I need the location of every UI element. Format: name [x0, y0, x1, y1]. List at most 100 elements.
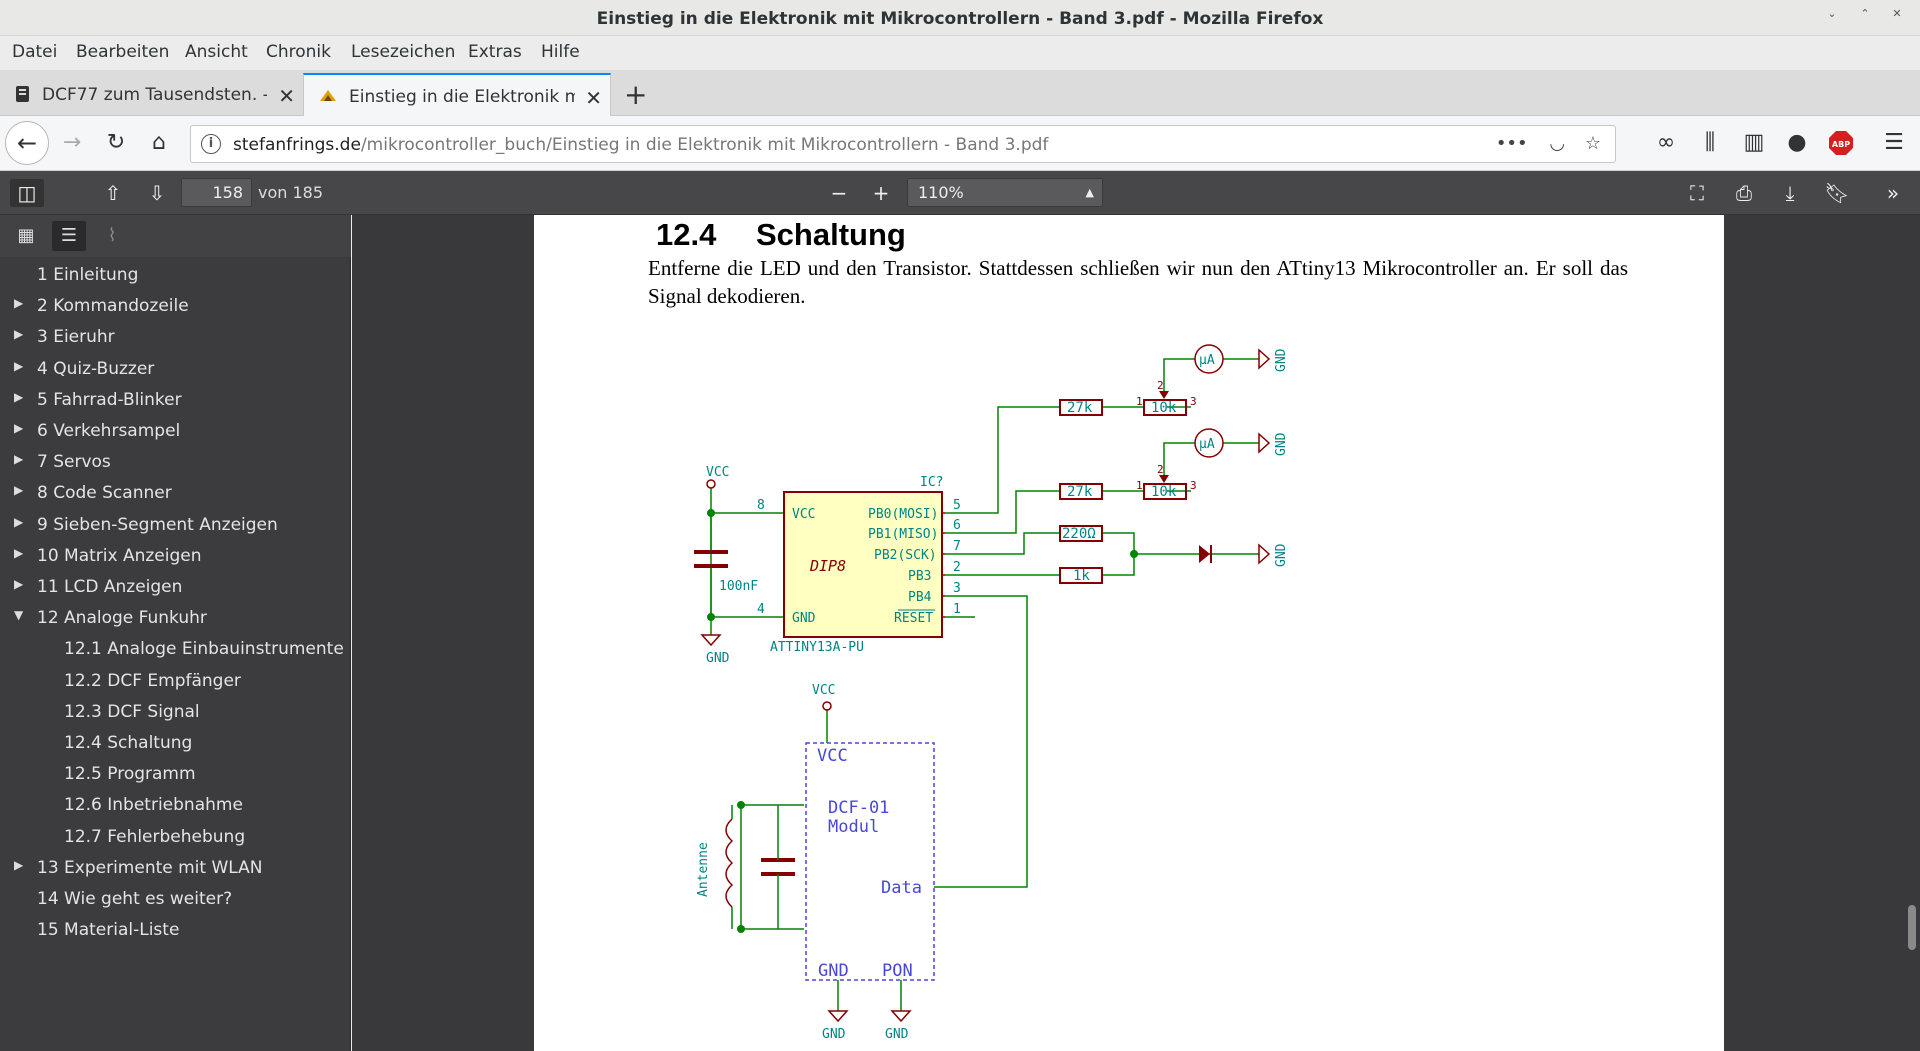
menu-ansicht[interactable]: Ansicht	[185, 42, 248, 62]
pin-num: 1	[953, 602, 961, 617]
outline-item-label: 10 Matrix Anzeigen	[37, 545, 202, 566]
forward-button[interactable]: →	[62, 130, 82, 155]
close-tab-icon[interactable]: ✕	[585, 86, 602, 110]
label-module-vcc: VCC	[812, 683, 835, 698]
outline-item-label: 9 Sieben-Segment Anzeigen	[37, 514, 278, 535]
download-icon[interactable]: ⤓	[1785, 181, 1795, 205]
expand-icon[interactable]: ▶	[14, 452, 24, 467]
outline-item[interactable]: ▶ 6 Verkehrsampel	[0, 417, 351, 445]
expand-icon[interactable]: ▶	[14, 389, 24, 404]
bookmark-icon[interactable]: 🔖︎	[1824, 181, 1850, 205]
label-r1: 27k	[1067, 400, 1093, 416]
label-pot2: 10k	[1151, 484, 1177, 500]
pin-name: PB3	[908, 569, 931, 584]
next-page-icon[interactable]: ⇩	[148, 181, 166, 205]
outline-item[interactable]: ▶ 3 Eieruhr	[0, 323, 351, 351]
viewer-scrollbar[interactable]	[1908, 905, 1916, 950]
zoom-select[interactable]: 110%▲	[907, 178, 1103, 207]
outline-item[interactable]: ▶ 10 Matrix Anzeigen	[0, 542, 351, 570]
outline-item[interactable]: ▶4 Quiz-Buzzer	[0, 355, 351, 383]
hamburger-menu-icon[interactable]: ☰	[1884, 130, 1904, 155]
presentation-mode-icon[interactable]: ⛶	[1690, 181, 1704, 205]
expand-icon[interactable]: ▶	[14, 358, 24, 373]
outline-item[interactable]: 12.3 DCF Signal	[0, 698, 351, 726]
outline-item[interactable]: 12.7 Fehlerbehebung	[0, 823, 351, 851]
new-tab-button[interactable]: +	[624, 78, 648, 111]
bookmark-star-icon[interactable]: ☆	[1584, 133, 1601, 154]
outline-item[interactable]: ▶13 Experimente mit WLAN	[0, 854, 351, 882]
expand-icon[interactable]: ▶	[14, 483, 24, 498]
label-gnd: GND	[822, 1027, 846, 1042]
extension-icon[interactable]: ●	[1787, 130, 1807, 155]
sidebar-toggle-icon[interactable]: ▥	[1743, 130, 1765, 155]
expand-icon[interactable]: ▶	[14, 857, 24, 872]
outline-item[interactable]: ▶11 LCD Anzeigen	[0, 573, 351, 601]
menu-lesezeichen[interactable]: Lesezeichen	[351, 42, 456, 62]
adblock-icon[interactable]: ABP	[1826, 128, 1856, 158]
outline-item[interactable]: ▶2 Kommandozeile	[0, 292, 351, 320]
collapse-icon[interactable]: ▼	[14, 608, 24, 623]
page-number-input[interactable]: 158	[181, 178, 252, 207]
outline-item[interactable]: 14 Wie geht es weiter?	[0, 885, 351, 913]
pin-name: PB4	[908, 590, 932, 605]
outline-item[interactable]: ▼12 Analoge Funkuhr	[0, 604, 351, 632]
home-button[interactable]: ⌂	[152, 130, 166, 155]
menu-datei[interactable]: Datei	[12, 42, 58, 62]
expand-icon[interactable]: ▶	[14, 296, 24, 311]
outline-item[interactable]: ▶5 Fahrrad-Blinker	[0, 386, 351, 414]
outline-item[interactable]: 12.4 Schaltung	[0, 729, 351, 757]
pocket-icon[interactable]: ◡	[1549, 133, 1566, 154]
menu-chronik[interactable]: Chronik	[266, 42, 332, 62]
attachments-view-icon[interactable]: ⌇	[107, 225, 117, 246]
library-icon[interactable]: ⫼	[1704, 130, 1716, 155]
outline-item-label: 8 Code Scanner	[37, 483, 172, 504]
reload-button[interactable]: ↻	[106, 130, 126, 155]
expand-icon[interactable]: ▶	[14, 421, 24, 435]
expand-icon[interactable]: ▶	[14, 577, 24, 591]
thumbnail-view-icon[interactable]: ▦	[17, 225, 35, 246]
previous-page-icon[interactable]: ⇧	[104, 181, 122, 205]
label-gnd: GND	[1274, 432, 1289, 456]
zoom-in-icon[interactable]: +	[872, 181, 890, 205]
outline-item[interactable]: 12.5 Programm	[0, 760, 351, 788]
outline-item[interactable]: ▶ 8 Code Scanner	[0, 479, 351, 507]
svg-text:ABP: ABP	[1832, 140, 1850, 149]
tab-dcf77[interactable]: DCF77 zum Tausendsten. - M ✕	[0, 73, 303, 116]
outline-item[interactable]: 1 Einleitung	[0, 261, 351, 289]
outline-item[interactable]: 12.1 Analoge Einbauinstrumente	[0, 635, 351, 663]
outline-view-icon[interactable]: ☰	[52, 221, 86, 251]
label-pot1: 10k	[1151, 400, 1177, 416]
outline-item[interactable]: ▶ 9 Sieben-Segment Anzeigen	[0, 511, 351, 539]
toggle-sidebar-icon[interactable]: ◫	[10, 179, 44, 207]
expand-icon[interactable]: ▶	[14, 327, 24, 342]
outline-item-label: 6 Verkehrsampel	[37, 421, 181, 441]
outline-item[interactable]: ▶7 Servos	[0, 448, 351, 476]
expand-icon[interactable]: ▶	[14, 545, 24, 560]
menu-hilfe[interactable]: Hilfe	[541, 42, 580, 62]
zoom-out-icon[interactable]: −	[830, 181, 848, 205]
module-name: DCF-01	[828, 798, 889, 818]
expand-icon[interactable]: ▶	[14, 514, 24, 529]
outline-item[interactable]: 15 Material-Liste	[0, 916, 351, 944]
tab-pdf[interactable]: Einstieg in die Elektronik mit ✕	[303, 73, 611, 116]
pin-num: 2	[953, 560, 961, 575]
private-mask-icon[interactable]: ∞	[1656, 130, 1676, 155]
outline-item-label: 3 Eieruhr	[37, 327, 115, 348]
back-button[interactable]: ←	[5, 121, 49, 165]
tools-menu-icon[interactable]: »	[1886, 181, 1900, 205]
menu-bearbeiten[interactable]: Bearbeiten	[76, 42, 170, 62]
outline-item[interactable]: 12.2 DCF Empfänger	[0, 667, 351, 695]
page-actions-menu-icon[interactable]: •••	[1495, 133, 1528, 154]
maximize-icon[interactable]: ⌃	[1860, 7, 1870, 20]
pot-pin: 3	[1190, 479, 1197, 492]
outline-item[interactable]: 12.6 Inbetriebnahme	[0, 791, 351, 819]
site-info-icon[interactable]: i	[201, 134, 221, 154]
close-tab-icon[interactable]: ✕	[278, 84, 295, 108]
url-bar[interactable]: i stefanfrings.de/mikrocontroller_buch/E…	[190, 125, 1616, 163]
print-icon[interactable]: ⎙	[1736, 181, 1752, 205]
close-window-icon[interactable]: ✕	[1892, 7, 1902, 20]
minimize-icon[interactable]: ⌄	[1827, 7, 1837, 20]
menu-extras[interactable]: Extras	[468, 42, 522, 62]
outline-item-label: 15 Material-Liste	[37, 920, 180, 941]
